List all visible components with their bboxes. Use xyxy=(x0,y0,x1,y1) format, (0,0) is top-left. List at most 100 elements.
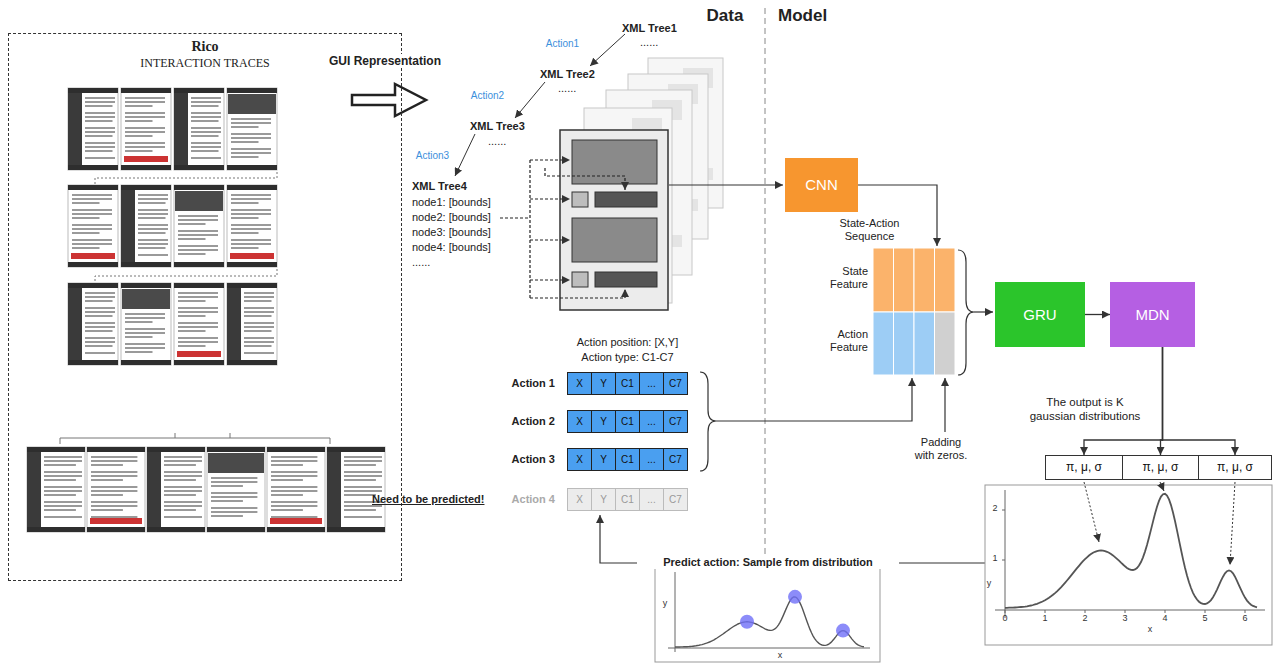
text-line xyxy=(125,347,165,349)
text-line xyxy=(164,509,196,511)
pointer-arrow xyxy=(1160,482,1164,491)
text-line xyxy=(85,352,115,354)
gui-element xyxy=(595,272,657,287)
text-line xyxy=(231,209,271,211)
text-line xyxy=(72,198,112,200)
text-line xyxy=(44,486,82,488)
text-line xyxy=(271,490,317,492)
gui-element xyxy=(572,272,588,287)
status-bar xyxy=(227,283,277,288)
text-line xyxy=(178,307,218,309)
text-line xyxy=(164,456,202,458)
text-line xyxy=(191,127,221,129)
nav-bar xyxy=(174,165,224,170)
text-line xyxy=(138,217,166,219)
state-cell xyxy=(873,248,894,312)
tree-link xyxy=(515,82,545,118)
text-line xyxy=(44,490,82,492)
text-line xyxy=(164,516,202,518)
text-line xyxy=(85,315,113,317)
text-line xyxy=(231,228,271,230)
brace xyxy=(958,250,974,375)
text-line xyxy=(125,112,165,114)
text-line xyxy=(72,224,112,226)
image-block xyxy=(228,94,276,114)
text-line xyxy=(85,127,115,129)
node-text: GRU xyxy=(1023,306,1056,324)
feature-cell: C7 xyxy=(663,372,688,395)
tick xyxy=(1005,610,1006,613)
text-label: ...... xyxy=(640,36,680,49)
feature-cell: Y xyxy=(591,448,616,471)
text-line xyxy=(344,475,382,477)
text-line xyxy=(164,471,202,473)
flow-arrow xyxy=(716,378,912,421)
feature-cell: Y xyxy=(591,410,616,433)
pointer-arrow xyxy=(1084,482,1099,542)
text-line xyxy=(138,194,168,196)
screen-frame xyxy=(174,88,224,170)
text-line xyxy=(125,101,165,103)
chart-frame xyxy=(655,568,880,662)
node-text: π, μ, σ xyxy=(1217,460,1253,474)
text-line xyxy=(231,148,271,150)
axis-label: y xyxy=(984,578,994,589)
text-label: node2: [bounds] xyxy=(412,211,500,224)
text-line xyxy=(231,198,271,200)
screen-frame xyxy=(227,88,277,170)
text-line xyxy=(91,509,123,511)
text-line xyxy=(244,311,274,313)
bounds-link xyxy=(545,168,625,190)
node-text: C7 xyxy=(669,494,682,506)
screen-frame xyxy=(227,283,277,365)
connector xyxy=(1085,314,1110,315)
text-line xyxy=(85,292,115,294)
nav-bar xyxy=(207,527,265,532)
nav-bar xyxy=(121,165,171,170)
text-line xyxy=(244,352,274,354)
bounds-link xyxy=(530,239,570,240)
text-line xyxy=(44,516,82,518)
text-label: Action type: C1-C7 xyxy=(540,351,715,364)
text-label: XML Tree3 xyxy=(470,120,540,133)
text-line xyxy=(178,234,218,236)
predicted-cell: Y xyxy=(591,488,616,511)
screenshot xyxy=(121,283,171,365)
text-line xyxy=(164,464,196,466)
text-line xyxy=(244,315,272,317)
text-line xyxy=(91,479,123,481)
text-line xyxy=(91,471,137,473)
text-line xyxy=(138,232,166,234)
node-text: Y xyxy=(600,494,607,506)
nav-bar xyxy=(68,360,118,365)
divider-line xyxy=(765,8,766,640)
node-text: π, μ, σ xyxy=(1143,460,1179,474)
status-bar xyxy=(227,185,277,190)
text-label: Action1 xyxy=(540,38,585,50)
screen-frame xyxy=(207,447,265,532)
nav-bar xyxy=(227,262,277,267)
feature-cell: C1 xyxy=(615,410,640,433)
sample-dot xyxy=(836,624,850,638)
text-line xyxy=(344,471,382,473)
screen-frame xyxy=(121,185,171,267)
sample-dot xyxy=(788,590,802,604)
screenshot xyxy=(27,447,85,532)
screenshot xyxy=(174,185,224,267)
screenshot xyxy=(267,447,325,532)
bounds-link xyxy=(500,160,530,298)
trace-link xyxy=(95,172,277,184)
feature-cell: ... xyxy=(639,372,664,395)
text-line xyxy=(178,292,218,294)
text-line xyxy=(231,122,271,124)
text-label: Action position: [X,Y] xyxy=(540,336,715,349)
screen-frame xyxy=(68,283,118,365)
tick xyxy=(1125,610,1126,613)
screen-frame xyxy=(327,447,385,532)
text-line xyxy=(344,490,382,492)
text-line xyxy=(231,126,259,128)
text-line xyxy=(44,479,76,481)
text-line xyxy=(164,486,202,488)
text-line xyxy=(85,311,115,313)
text-line xyxy=(271,456,317,458)
